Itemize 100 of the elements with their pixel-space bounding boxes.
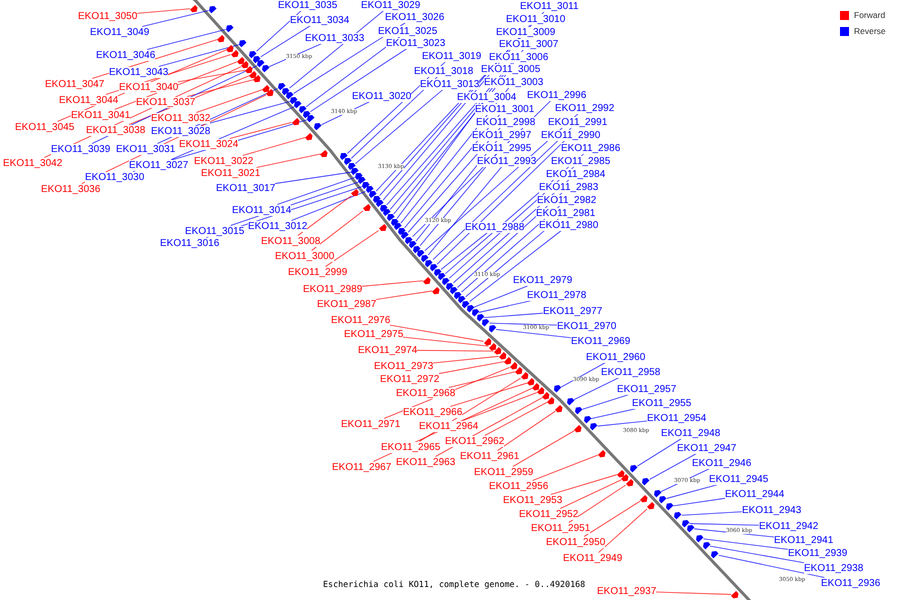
- leader-line: [362, 280, 424, 287]
- leader-line: [136, 8, 190, 14]
- gene-label: EKO11_3027: [129, 160, 188, 170]
- legend-label: Forward: [854, 10, 886, 20]
- gene-label: EKO11_3021: [201, 168, 260, 178]
- gene-feature: [494, 347, 501, 355]
- leader-line: [512, 430, 575, 467]
- gene-label: EKO11_2970: [557, 320, 616, 332]
- gene-label: EKO11_2974: [358, 344, 418, 356]
- gene-label: EKO11_3049: [90, 26, 150, 38]
- leader-line: [229, 122, 292, 139]
- leader-line: [325, 230, 379, 267]
- gene-feature: [363, 204, 371, 212]
- gene-label: EKO11_3043: [109, 66, 168, 78]
- gene-feature: [253, 75, 261, 82]
- leader-line: [718, 554, 825, 578]
- gene-feature: [575, 406, 583, 414]
- gene-feature: [438, 273, 446, 281]
- gene-label: EKO11_2964: [419, 420, 478, 432]
- gene-feature: [454, 292, 462, 300]
- gene-label: EKO11_3008: [261, 236, 320, 246]
- gene-feature: [314, 122, 322, 130]
- gene-label: EKO11_3005: [481, 64, 540, 74]
- leader-line: [291, 191, 366, 221]
- gene-feature: [731, 590, 739, 598]
- gene-label: EKO11_3039: [51, 144, 110, 154]
- leader-line: [489, 322, 558, 326]
- leader-line: [637, 438, 682, 466]
- gene-feature: [249, 70, 257, 78]
- leader-line: [649, 453, 697, 480]
- gene-feature: [306, 115, 314, 122]
- gene-label: EKO11_2960: [586, 352, 646, 362]
- gene-label: EKO11_2976: [331, 314, 390, 326]
- gene-label: EKO11_2954: [647, 412, 706, 424]
- leader-line: [276, 177, 356, 205]
- gene-feature: [401, 232, 409, 240]
- gene-label: EKO11_2991: [548, 116, 608, 128]
- gene-label: EKO11_2983: [539, 182, 598, 192]
- leader-line: [560, 362, 606, 388]
- gene-feature: [566, 398, 574, 406]
- gene-feature: [292, 118, 300, 126]
- gene-feature: [446, 282, 454, 290]
- gene-label: EKO11_2978: [527, 290, 586, 300]
- gene-label: EKO11_2957: [617, 384, 676, 394]
- gene-feature: [262, 84, 270, 92]
- gene-label: EKO11_3004: [457, 92, 516, 102]
- gene-label: EKO11_2986: [561, 142, 620, 154]
- gene-label: EKO11_3010: [506, 14, 566, 24]
- gene-feature: [358, 177, 366, 184]
- gene-label: EKO11_2987: [317, 298, 376, 310]
- gene-label: EKO11_2942: [759, 520, 818, 532]
- gene-label: EKO11_3000: [275, 250, 334, 262]
- gene-label: EKO11_3018: [414, 66, 474, 76]
- gene-label: EKO11_3042: [3, 158, 62, 168]
- gene-label: EKO11_2975: [344, 328, 404, 340]
- gene-label: EKO11_3040: [119, 82, 178, 92]
- gene-label: EKO11_3025: [378, 26, 438, 36]
- gene-feature: [674, 512, 682, 520]
- gene-label: EKO11_3045: [15, 122, 74, 132]
- gene-feature: [423, 276, 431, 284]
- gene-label: EKO11_2956: [489, 480, 548, 492]
- gene-feature: [376, 200, 384, 208]
- gene-label: EKO11_3024: [179, 138, 238, 150]
- gene-feature: [413, 246, 421, 254]
- gene-label: EKO11_3020: [352, 90, 412, 102]
- gene-feature: [472, 309, 479, 317]
- leader-line: [532, 454, 598, 481]
- gene-feature: [547, 396, 554, 404]
- leader-line: [416, 350, 494, 352]
- gene-feature: [598, 450, 606, 458]
- gene-label: EKO11_2980: [539, 220, 598, 230]
- gene-feature: [245, 66, 253, 74]
- gene-label: EKO11_2938: [804, 562, 864, 574]
- gene-label: EKO11_3014: [232, 204, 292, 216]
- leader-line: [590, 408, 638, 419]
- leader-line: [310, 48, 408, 112]
- gene-label: EKO11_2995: [472, 142, 532, 154]
- gene-label: EKO11_3046: [96, 50, 156, 60]
- gene-feature: [555, 404, 563, 412]
- leader-line: [432, 356, 500, 364]
- gene-label: EKO11_2951: [531, 522, 590, 534]
- gene-label: EKO11_2943: [742, 504, 802, 516]
- gene-label: EKO11_2953: [503, 494, 562, 506]
- gene-feature: [527, 378, 534, 386]
- gene-label: EKO11_3041: [71, 110, 130, 120]
- gene-feature: [305, 132, 313, 140]
- gene-label: EKO11_2952: [519, 508, 578, 520]
- gene-feature: [230, 50, 238, 58]
- leader-line: [597, 420, 648, 426]
- gene-label: EKO11_3031: [116, 144, 176, 154]
- leader-line: [428, 166, 502, 256]
- gene-label: EKO11_3026: [385, 12, 444, 22]
- gene-label: EKO11_2967: [332, 462, 392, 472]
- gene-label: EKO11_2969: [571, 336, 630, 346]
- gene-label: EKO11_3029: [361, 0, 420, 10]
- leader-line: [186, 79, 254, 97]
- gene-feature: [372, 196, 380, 203]
- gene-feature: [590, 422, 598, 430]
- gene-feature: [484, 338, 491, 346]
- gene-feature: [498, 352, 506, 360]
